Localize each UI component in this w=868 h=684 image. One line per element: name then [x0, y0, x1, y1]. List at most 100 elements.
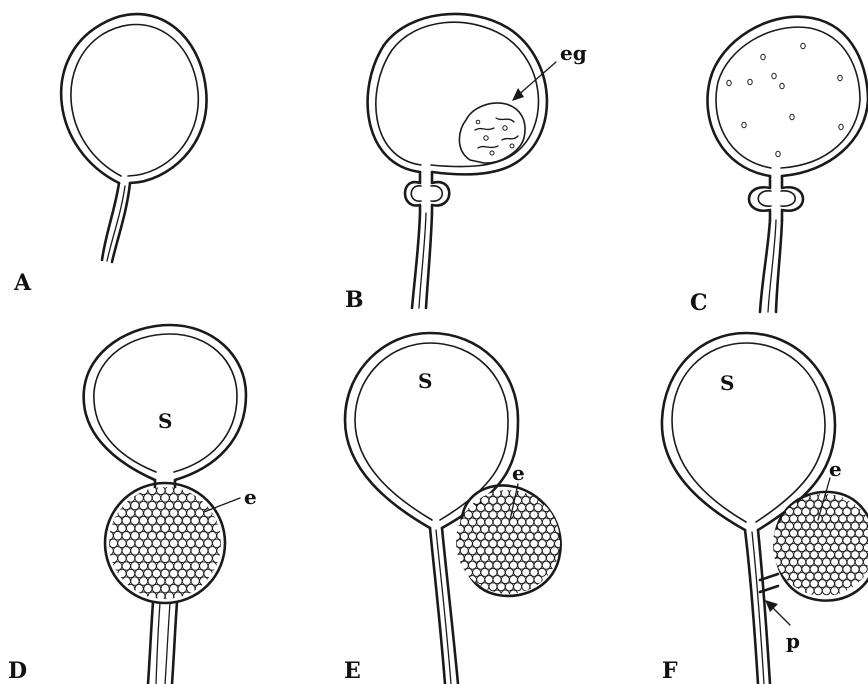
egg-cell: [802, 522, 810, 530]
egg-cell: [798, 572, 806, 580]
egg-cell: [522, 511, 530, 519]
egg-cell: [514, 554, 522, 562]
egg-cell: [469, 532, 477, 540]
egg-cell: [831, 587, 839, 595]
egg-cell: [839, 572, 847, 580]
panel-label-f: F: [662, 658, 678, 684]
pointer-e-d: [204, 498, 240, 512]
sac-a: [61, 14, 206, 183]
egg-cell: [489, 511, 497, 519]
egg-cell: [157, 486, 165, 494]
egg-cell: [157, 516, 165, 524]
egg-cell: [139, 501, 147, 509]
egg-cell: [814, 558, 822, 566]
egg-cell: [139, 562, 147, 570]
egg-cell: [178, 539, 186, 547]
egg-cell: [859, 565, 867, 573]
egg-cell: [114, 516, 122, 524]
egg-cell: [148, 532, 156, 540]
egg-cell: [464, 568, 472, 576]
egg-cell: [839, 587, 847, 595]
egg-cell: [777, 536, 785, 544]
egg-cell: [501, 561, 509, 569]
collar-b: [405, 172, 449, 213]
egg-cell: [855, 544, 863, 552]
egg-cell: [473, 554, 481, 562]
egg-cell: [126, 569, 134, 577]
egg-cell: [456, 540, 464, 548]
egg-cell: [505, 496, 513, 504]
egg-cell: [135, 584, 143, 592]
egg-cell: [810, 522, 818, 530]
egg-cell: [835, 580, 843, 588]
egg-cell: [818, 565, 826, 573]
egg-cell: [526, 576, 534, 584]
egg-cell: [806, 544, 814, 552]
egg-cell: [122, 547, 130, 555]
egg-mass-f: [769, 492, 868, 601]
egg-cell: [497, 540, 505, 548]
egg-cell: [514, 525, 522, 533]
collar-c: [749, 176, 803, 220]
egg-cell: [469, 518, 477, 526]
egg-cell: [534, 576, 542, 584]
egg-cell: [200, 547, 208, 555]
egg-cell: [477, 576, 485, 584]
egg-cell: [827, 580, 835, 588]
egg-cell: [481, 568, 489, 576]
egg-cell: [522, 525, 530, 533]
egg-cell: [118, 524, 126, 532]
egg-cell: [827, 565, 835, 573]
egg-cell: [464, 554, 472, 562]
egg-cell: [170, 584, 178, 592]
egg-cell: [109, 554, 117, 562]
egg-cell: [460, 547, 468, 555]
egg-cell: [522, 540, 530, 548]
egg-cell: [182, 547, 190, 555]
egg-cell: [481, 540, 489, 548]
panel-d: S e D: [8, 325, 257, 684]
panel-label-a: A: [13, 270, 32, 296]
egg-cell: [481, 554, 489, 562]
pore-label-f: p: [786, 629, 800, 653]
egg-cell: [818, 551, 826, 559]
egg-cell: [518, 561, 526, 569]
egg-label-f: e: [829, 457, 842, 481]
egg-cell: [777, 522, 785, 530]
egg-cell: [174, 516, 182, 524]
egg-cell: [835, 551, 843, 559]
egg-cell: [485, 518, 493, 526]
egg-cell: [843, 508, 851, 516]
egg-cell: [551, 532, 559, 540]
egg-cell: [526, 547, 534, 555]
egg-cell: [135, 509, 143, 517]
egg-cell: [773, 544, 781, 552]
egg-cell: [786, 565, 794, 573]
egg-cell: [161, 494, 169, 502]
stalk-a: [102, 183, 130, 262]
egg-cell: [152, 524, 160, 532]
egg-cell: [485, 532, 493, 540]
egg-cell: [464, 540, 472, 548]
egg-cell: [165, 577, 173, 585]
egg-cell: [542, 547, 550, 555]
egg-cell: [514, 583, 522, 591]
egg-cell: [114, 547, 122, 555]
egg-cell: [208, 516, 216, 524]
egg-cell: [161, 509, 169, 517]
egg-cell: [538, 511, 546, 519]
egg-cell: [135, 554, 143, 562]
panel-a: A: [13, 14, 207, 296]
egg-cell: [831, 544, 839, 552]
egg-cell: [522, 568, 530, 576]
egg-cell: [855, 529, 863, 537]
egg-cell: [464, 511, 472, 519]
egg-cell: [165, 501, 173, 509]
sac-label-f: S: [720, 371, 734, 395]
egg-cell: [118, 554, 126, 562]
egg-cell: [538, 540, 546, 548]
egg-cell: [802, 536, 810, 544]
egg-cell: [818, 522, 826, 530]
egg-cell: [863, 544, 868, 552]
egg-cell: [178, 509, 186, 517]
